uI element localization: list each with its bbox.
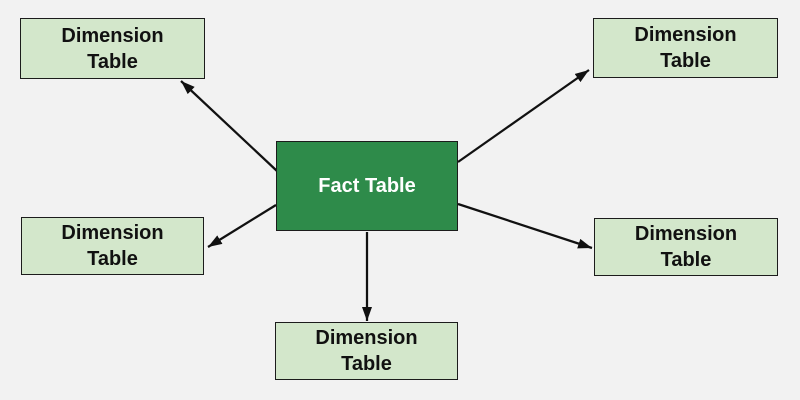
dimension-table-label: Dimension Table	[61, 222, 164, 270]
dimension-table-node-middle-left: Dimension Table	[21, 217, 204, 275]
arrow-fact-to-top-right	[457, 69, 590, 163]
dimension-table-label: Dimension Table	[315, 327, 418, 375]
dimension-table-node-top-left: Dimension Table	[20, 18, 205, 79]
dimension-table-node-bottom-center: Dimension Table	[275, 322, 458, 380]
dimension-table-node-middle-right: Dimension Table	[594, 218, 778, 276]
arrow-fact-to-middle-left	[207, 204, 277, 248]
fact-table-node: Fact Table	[276, 141, 458, 231]
dimension-table-node-top-right: Dimension Table	[593, 18, 778, 78]
dimension-table-label: Dimension Table	[61, 24, 164, 73]
arrow-fact-to-top-left	[180, 80, 278, 172]
dimension-table-label: Dimension Table	[634, 223, 738, 271]
arrow-fact-to-middle-right	[457, 202, 593, 250]
dimension-table-label: Dimension Table	[634, 24, 737, 72]
fact-table-label: Fact Table	[318, 175, 416, 197]
